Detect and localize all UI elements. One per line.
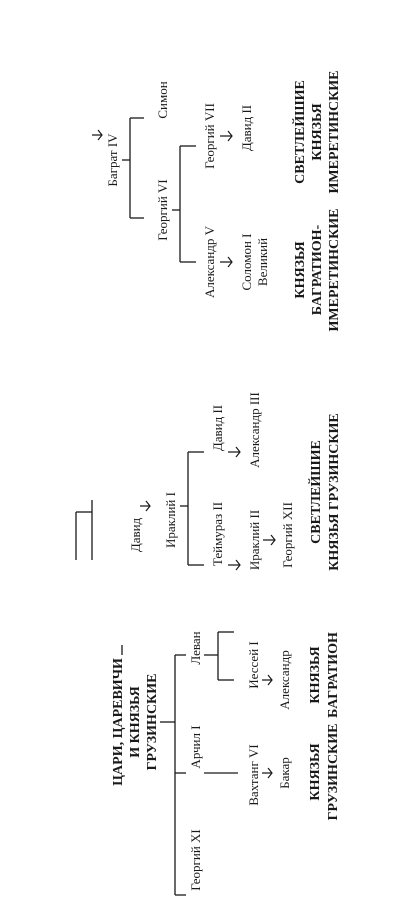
person-vakhtang-6: Вахтанг VI bbox=[246, 744, 261, 805]
person-archil-1: Арчил I bbox=[188, 725, 203, 768]
group-bagration-imeretinskie-3: ИМЕРЕТИНСКИЕ bbox=[327, 209, 342, 332]
arrow-teimuraz bbox=[228, 559, 241, 571]
group-svetleishie-gruzinskie-2: КНЯЗЬЯ ГРУЗИНСКИЕ bbox=[327, 413, 342, 571]
person-aleksandr-5: Александр V bbox=[202, 225, 217, 298]
dynasty-title-line-1: ЦАРИ, ЦАРЕВИЧИ bbox=[111, 658, 126, 786]
arrow-bagrat bbox=[92, 129, 103, 141]
group-bagration-imeretinskie-2: БАГРАТИОН- bbox=[310, 224, 325, 315]
arrow-georgii7 bbox=[220, 130, 233, 142]
person-solomon-1: Соломон I bbox=[239, 233, 254, 290]
person-irakli-2: Ираклий II bbox=[247, 510, 262, 570]
group-knyazya-bagration-1: КНЯЗЬЯ bbox=[308, 646, 323, 703]
group-knyazya-bagration-2: БАГРАТИОН bbox=[326, 632, 341, 718]
person-simon: Симон bbox=[155, 81, 170, 118]
person-bakar: Бакар bbox=[277, 757, 292, 789]
person-iessei-1: Иессей I bbox=[246, 641, 261, 689]
person-bagrat-4: Баграт IV bbox=[105, 133, 120, 187]
dynasty-title-line-3: ГРУЗИНСКИЕ bbox=[145, 674, 160, 771]
dynasty-title-line-2: И КНЯЗЬЯ bbox=[128, 686, 143, 758]
person-teimuraz-2: Теймураз II bbox=[210, 502, 225, 566]
person-aleksandr: Александр bbox=[277, 650, 292, 709]
person-david: Давид bbox=[128, 517, 143, 552]
group-svetleishie-imeretinskie-3: ИМЕРЕТИНСКИЕ bbox=[327, 71, 342, 194]
person-georgii-7: Георгий VII bbox=[202, 103, 217, 169]
person-david-2-imereti: Давид II bbox=[239, 105, 254, 151]
group-knyazya-gruzinskie-1: КНЯЗЬЯ bbox=[308, 743, 323, 800]
arrow-irakli2 bbox=[263, 534, 276, 546]
person-irakli-1: Ираклий I bbox=[163, 492, 178, 548]
arrow-vakhtang bbox=[262, 767, 273, 779]
group-svetleishie-imeretinskie-2: КНЯЗЬЯ bbox=[310, 103, 325, 160]
group-knyazya-gruzinskie-2: ГРУЗИНСКИЕ bbox=[326, 724, 341, 821]
group-svetleishie-imeretinskie-1: СВЕТЛЕЙШИЕ bbox=[291, 80, 308, 184]
group-bagration-imeretinskie-1: КНЯЗЬЯ bbox=[293, 241, 308, 298]
arrow-aleksandr5 bbox=[220, 256, 233, 268]
person-georgii-12: Георгий XII bbox=[280, 502, 295, 568]
person-aleksandr-3: Александр III bbox=[247, 392, 262, 468]
person-solomon-1-epithet: Великий bbox=[255, 238, 270, 286]
arrow-david bbox=[140, 500, 151, 512]
arrow-iessei bbox=[262, 674, 273, 686]
person-levan: Леван bbox=[188, 631, 203, 664]
arrow-david2 bbox=[228, 446, 241, 458]
person-david-2-kakheti: Давид II bbox=[210, 405, 225, 451]
person-georgii-6: Георгий VI bbox=[155, 179, 170, 241]
person-georgii-11: Георгий XI bbox=[188, 829, 203, 891]
group-svetleishie-gruzinskie-1: СВЕТЛЕЙШИЕ bbox=[307, 440, 324, 544]
